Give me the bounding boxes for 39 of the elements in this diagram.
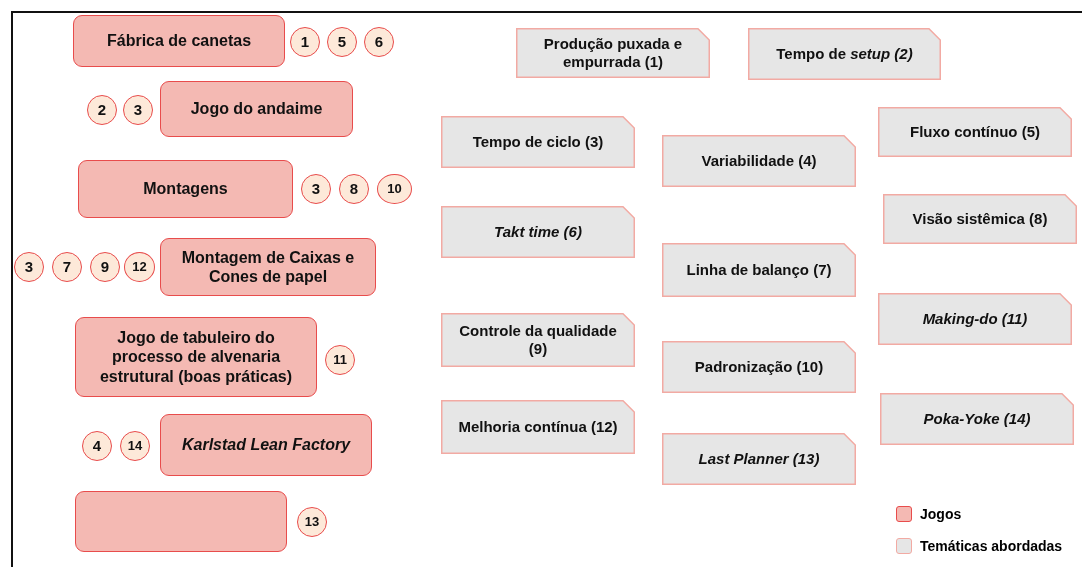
- topic-box: Fluxo contínuo (5): [878, 107, 1072, 157]
- game-box: Jogo do andaime: [160, 81, 353, 137]
- topic-box: Poka-Yoke (14): [880, 393, 1074, 445]
- game-box: Montagem de Caixas e Cones de papel: [160, 238, 376, 296]
- game-box: Montagens: [78, 160, 293, 218]
- topic-number: 3: [301, 174, 331, 204]
- game-box: Jogo de tabuleiro do processo de alvenaria estrutural (boas práticas): [75, 317, 317, 397]
- topic-box: Melhoria contínua (12): [441, 400, 635, 454]
- topic-number: 1: [290, 27, 320, 57]
- topic-box: Takt time (6): [441, 206, 635, 258]
- topic-box: Linha de balanço (7): [662, 243, 856, 297]
- topic-number: 3: [14, 252, 44, 282]
- topic-number: 2: [87, 95, 117, 125]
- topic-number: 13: [297, 507, 327, 537]
- game-box: [75, 491, 287, 552]
- game-box: Karlstad Lean Factory: [160, 414, 372, 476]
- topic-box: Padronização (10): [662, 341, 856, 393]
- game-box: Fábrica de canetas: [73, 15, 285, 67]
- topic-number: 11: [325, 345, 355, 375]
- topic-box: Last Planner (13): [662, 433, 856, 485]
- topic-number: 3: [123, 95, 153, 125]
- topic-number: 4: [82, 431, 112, 461]
- legend-label: Temáticas abordadas: [920, 538, 1063, 554]
- topic-number: 10: [377, 174, 412, 204]
- topic-box: Produção puxada e empurrada (1): [516, 28, 710, 78]
- topic-number: 14: [120, 431, 150, 461]
- topic-number: 7: [52, 252, 82, 282]
- topic-number: 8: [339, 174, 369, 204]
- topic-number: 5: [327, 27, 357, 57]
- topic-box: Controle da qualidade (9): [441, 313, 635, 367]
- topic-number: 6: [364, 27, 394, 57]
- topic-number: 12: [124, 252, 155, 282]
- legend-label: Jogos: [920, 506, 962, 522]
- topic-box: Making-do (11): [878, 293, 1072, 345]
- topic-box: Tempo de setup (2): [748, 28, 941, 80]
- topic-box: Visão sistêmica (8): [883, 194, 1077, 244]
- topic-number: 9: [90, 252, 120, 282]
- topic-box: Variabilidade (4): [662, 135, 856, 187]
- topic-box: Tempo de ciclo (3): [441, 116, 635, 168]
